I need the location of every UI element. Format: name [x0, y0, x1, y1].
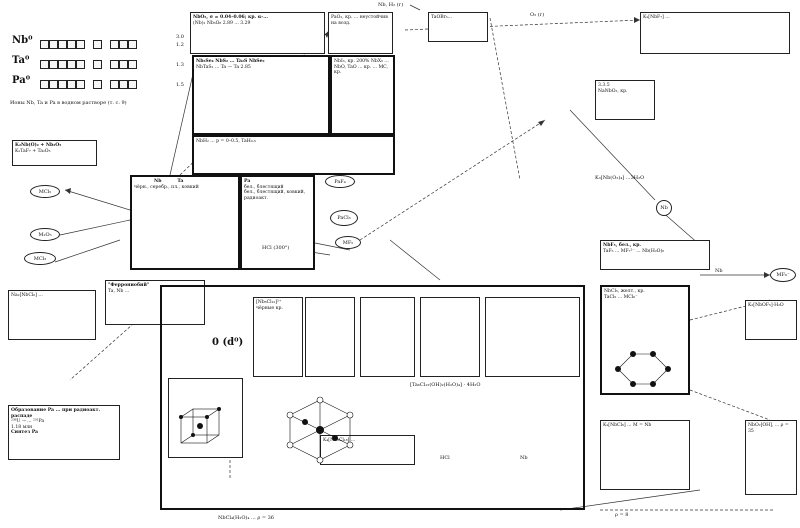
ferro-box: "Феррониобий" Ta, Nb ... — [105, 280, 205, 325]
nb2-label: Nb — [520, 455, 528, 461]
col-pa: Pa — [244, 179, 251, 184]
halides-body: NbTaS₂ ... Ta — Ta 2.85 — [196, 64, 251, 70]
right-cluster-diagram — [615, 351, 671, 387]
oxide-box: K₂Nb(O)₂ + Nb₂O₅ K₂TaF₇ + Ta₂O₅ — [12, 140, 97, 166]
legend-title: Образование Pa ... при радиоакт. распаде — [11, 408, 101, 419]
hcl-label: HCl (300°) — [262, 245, 290, 251]
nbo-right-box: K₂[NbF₇] ... — [640, 12, 790, 54]
right-bottom-box: K₂[NbCl₆] ... M = Nb — [600, 420, 690, 490]
mf6-node: MF₆⁻ — [770, 268, 796, 282]
pacl5-node: PaCl₅ — [330, 210, 358, 226]
cube-cluster-diagram — [179, 407, 221, 444]
ta-cluster-formula: [Ta₆Cl₁₂(OH)₂(H₂O)₄] · 4H₂O — [410, 382, 481, 388]
nbh-title: NbH₂ ... р = 0–0.5, TaH₀.₅ — [196, 139, 256, 144]
mf5-node: MF₅ — [335, 236, 361, 249]
legend-box: Образование Pa ... при радиоакт. распаде… — [8, 405, 120, 460]
mid-formula-box: K₄[Nb₆Cl₁₈] ... — [320, 435, 415, 465]
dn-label: 0 (d⁰) — [212, 337, 244, 348]
ta-box-title: TaOBr₃... — [431, 15, 453, 20]
right-box-body: TaF₅ ... MF₇²⁻ ... Nb(H₂O)₆ — [603, 248, 665, 254]
cluster-box-2 — [305, 297, 355, 377]
legend-body: ²³⁸U → ... ²³¹Pa — [11, 419, 45, 425]
nbo2-title: NbO₂, σ = 0.04–0.06; кр. α-... — [193, 15, 268, 20]
element-ta-value: 1.3 — [176, 62, 184, 68]
ferro-body: Ta, Nb ... — [108, 288, 130, 294]
right-halide-box: NbF₅, бел., кр. TaF₅ ... MF₇²⁻ ... Nb(H₂… — [600, 240, 710, 270]
mid-formula: K₄[Nb₆Cl₁₈] ... — [323, 438, 356, 443]
orbital-row-ta — [40, 60, 137, 69]
hcl2-label: HCl — [440, 455, 450, 461]
oxide-sub: K₂TaF₇ + Ta₂O₅ — [15, 148, 51, 154]
mcl3-node: MCl₃ — [24, 252, 56, 265]
right-cluster-box: NbCl₅, желт., кр. TaCl₅ ... MCl₆⁻ — [600, 285, 690, 395]
ox3-formula: K₃[Nb(O₂)₄] ...3H₂O — [595, 175, 645, 181]
legend-foot: Синтез Pa — [11, 430, 39, 436]
col-nb: Nb — [154, 179, 162, 184]
ox3-body: NaNbO₃, кр. — [598, 88, 628, 94]
nanbo3-box: 3.3.5 NaNbO₃, кр. — [595, 80, 655, 120]
orbital-row-nb — [40, 40, 137, 49]
legend-date: 1.18 млн — [11, 424, 33, 430]
bottom1-text: NbCl₄(H₂O)₄ ... ρ = 36 — [218, 515, 274, 521]
nacl-box: Na₂[NbCl₆] ... — [8, 290, 96, 340]
cluster-box-1: [Nb₆Cl₁₂]²⁺ чёрные кр. — [253, 297, 303, 377]
ion-note: Ионы Nb, Ta и Pa в водном растворе (т. с… — [10, 100, 127, 106]
bottom2-text: NbO₂[OH], ... ρ = 35 — [748, 423, 789, 434]
halides-box: Nb₃Se₄ NbS₂ ... Ta₂S NbSe₂ NbTaS₂ ... Ta… — [192, 55, 330, 135]
right2-body: TaCl₅ ... MCl₆⁻ — [604, 294, 638, 300]
halides-right-box: NbI₃, кр. 200% NbX₅ ... NbO, TaO ... кр.… — [330, 55, 395, 135]
halides-right-body: NbO, TaO ... кр. ... MC, кр. — [334, 64, 388, 76]
cluster-box-4 — [420, 297, 480, 377]
prop-col3: бел., блестящий, ковкий, радиоакт. — [244, 190, 306, 201]
prop-col2: бел., блестящий — [244, 184, 284, 190]
element-nb-label: 3.0 — [176, 34, 184, 40]
nb-arrow-label: Nb — [715, 268, 723, 274]
halides-right-title: NbI₃, кр. 200% NbX₅ ... — [334, 59, 389, 64]
element-pa-value: 1.5 — [176, 82, 184, 88]
pacl-node: PaF₄ — [325, 175, 355, 188]
m2o5-node: M₂O₅ — [30, 228, 60, 241]
halides-title: Nb₃Se₄ NbS₂ ... Ta₂S NbSe₂ — [196, 59, 265, 64]
pa-props-box: Pa бел., блестящий бел., блестящий, ковк… — [240, 175, 315, 270]
cluster-title: [Nb₆Cl₁₂]²⁺ — [256, 300, 282, 305]
bottom3-text: K₂[NbCl₆] ... M = Nb — [603, 423, 652, 428]
mcl5-node: MCl₅ — [30, 185, 60, 198]
nbh-box: NbH₂ ... р = 0–0.5, TaH₀.₅ — [192, 135, 395, 175]
nacl-title: Na₂[NbCl₆] ... — [11, 293, 43, 298]
element-ta: Ta⁰ — [12, 55, 30, 66]
nbo2-body: (Nb)₂ Nb₃O₈ 2.89 ... 3.29 — [193, 20, 251, 26]
cluster-note: чёрные кр. — [256, 305, 283, 311]
ptf-box: K₂[NbOF₅]·H₂O — [745, 300, 797, 340]
right-edge-box: NbO₂[OH], ... ρ = 35 — [745, 420, 797, 495]
element-nb-value: 1.2 — [176, 42, 184, 48]
cluster-box-5 — [485, 297, 580, 377]
pao2-title: PaO₂, кр. ... неустойчив на возд. — [331, 15, 388, 26]
top-o2: O₂ (г) — [530, 12, 545, 18]
ptf-text: K₂[NbOF₅]·H₂O — [748, 303, 784, 308]
cluster-region — [160, 285, 585, 510]
right-box-title: NbF₅, бел., кр. — [603, 243, 642, 248]
element-pa: Pa⁰ — [12, 75, 31, 86]
top-reaction: Nb, H₂ (г) — [378, 2, 404, 8]
element-nb: Nb⁰ — [12, 35, 33, 46]
metal-props-box: Nb Ta чёрн., серебр., пл., ковкий — [130, 175, 240, 270]
octa-cluster-diagram — [280, 395, 360, 465]
ox3-title: 3.3.5 — [598, 83, 610, 88]
ferro-title: "Феррониобий" — [108, 283, 150, 288]
small-box-top: TaOBr₃... — [428, 12, 488, 42]
ta-box-body: K₂[NbF₇] ... — [643, 15, 670, 20]
prop-col1: чёрн., серебр., пл., ковкий — [134, 184, 199, 190]
nb-ion-node: Nb — [656, 200, 672, 216]
cube-cluster-box — [168, 378, 243, 458]
nbo2-box: NbO₂, σ = 0.04–0.06; кр. α-... (Nb)₂ Nb₃… — [190, 12, 325, 54]
o8-label: ρ = 8 — [615, 512, 629, 518]
pao2-box: PaO₂, кр. ... неустойчив на возд. — [328, 12, 393, 54]
orbital-row-pa — [40, 80, 137, 89]
cluster-box-3 — [360, 297, 415, 377]
col-ta: Ta — [177, 179, 184, 184]
oxide-title: K₂Nb(O)₂ + Nb₂O₅ — [15, 143, 62, 148]
right2-title: NbCl₅, желт., кр. — [604, 289, 645, 294]
